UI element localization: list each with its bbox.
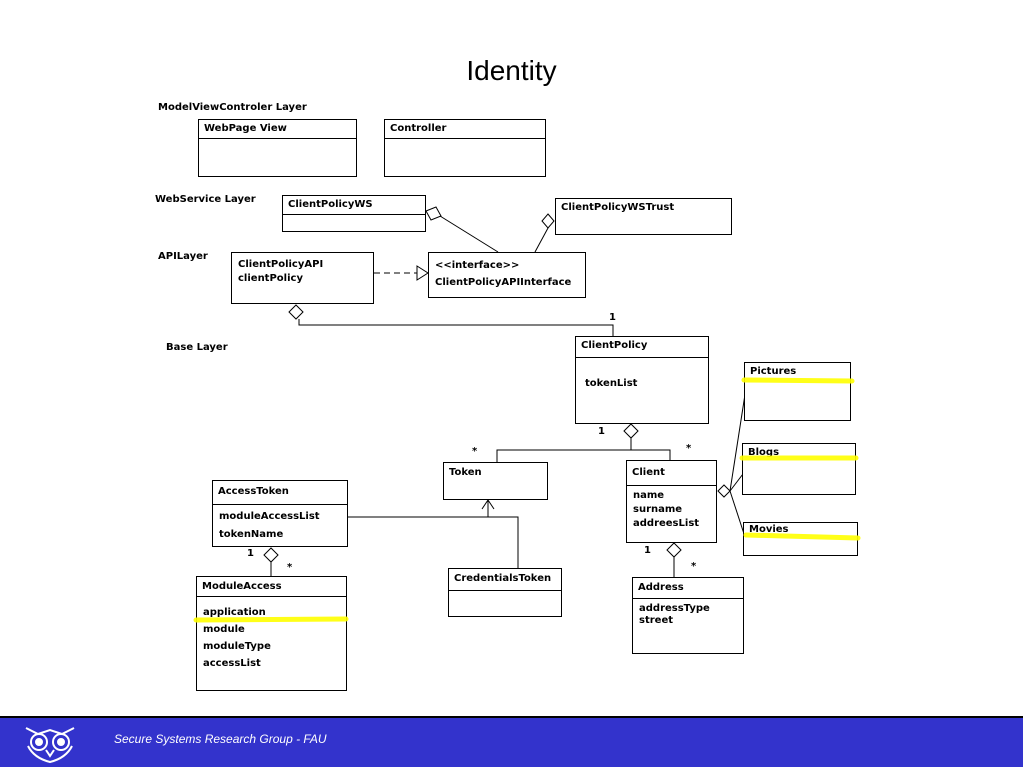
api-policy-diamond [288,304,304,320]
policy-children-line [496,449,671,462]
class-name: ClientPolicyAPI [238,259,324,270]
multiplicity-label: * [287,562,293,573]
api-policy-line [298,319,614,337]
highlight-application [193,616,349,623]
wstrust-aggregation-diamond [541,213,555,229]
class-name: Controller [385,120,545,139]
class-name: CredentialsToken [449,569,561,591]
class-name: ClientPolicyAPIInterface [435,277,572,288]
class-client: Client name surname addreesList [626,460,717,543]
class-blogs: Blogs [742,443,856,495]
class-attribute: addressType [639,603,710,614]
class-client-policy-ws: ClientPolicyWS [282,195,426,232]
multiplicity-label: * [472,446,478,457]
class-controller: Controller [384,119,546,177]
class-attribute: tokenList [585,378,638,389]
highlight-marks [193,377,861,623]
class-attribute: module [203,624,245,635]
class-name: Address [633,578,743,599]
slide-title: Identity [466,55,557,86]
class-address: Address addressType street [632,577,744,654]
class-name: AccessToken [213,481,347,505]
multiplicity-label: 1 [609,312,616,323]
class-attribute: application [203,607,266,618]
class-attribute: moduleAccessList [219,511,320,522]
multiplicity-label: 1 [644,545,651,556]
class-name: Token [449,467,482,478]
multiplicity-label: 1 [247,548,254,559]
class-attribute: clientPolicy [238,273,303,284]
highlight-movies [743,532,861,541]
class-client-policy-api: ClientPolicyAPI clientPolicy [231,252,374,304]
layer-label-webservice: WebService Layer [155,194,256,205]
class-webpage-view: WebPage View [198,119,357,177]
class-pictures: Pictures [744,362,851,421]
class-attribute: moduleType [203,641,271,652]
class-token: Token [443,462,548,500]
class-module-access: ModuleAccess application module moduleTy… [196,576,347,691]
layer-label-mvc: ModelViewControler Layer [158,102,307,113]
class-movies: Movies [743,522,858,556]
class-attribute: street [639,615,674,626]
class-attribute: accessList [203,658,261,669]
class-name: Movies [749,524,789,535]
multiplicity-label: * [686,443,692,454]
ws-dependency-line [439,215,499,253]
wstrust-dependency-line [534,227,549,253]
class-name: Pictures [750,366,797,377]
class-attribute: addreesList [633,518,700,529]
highlight-pictures [741,377,855,384]
ws-aggregation-diamond [425,206,442,221]
class-name: Blogs [748,447,780,458]
class-name: ClientPolicyWS [283,196,425,215]
layer-label-base: Base Layer [166,342,228,353]
interface-stereotype: <<interface>> [435,260,520,271]
inheritance-arrowhead [481,499,495,510]
class-access-token: AccessToken moduleAccessList tokenName [212,480,348,547]
class-attribute: surname [633,504,683,515]
credentials-inheritance-line [348,516,519,568]
realization-arrowhead [416,265,429,281]
class-client-policy: ClientPolicy tokenList [575,336,709,424]
footer-text: Secure Systems Research Group - FAU [114,732,327,746]
class-attribute: name [633,490,665,501]
class-name: ClientPolicyWSTrust [561,202,675,213]
class-name: Client [627,461,716,486]
class-name: WebPage View [199,120,356,139]
class-name: ModuleAccess [197,577,346,597]
class-credentials-token: CredentialsToken [448,568,562,617]
uml-connectors [263,206,747,577]
multiplicity-label: 1 [598,426,605,437]
footer-bar: Secure Systems Research Group - FAU [0,716,1023,767]
class-attribute: tokenName [219,529,284,540]
owl-logo-icon [25,727,75,764]
class-client-policy-api-interface: <<interface>> ClientPolicyAPIInterface [428,252,586,298]
class-client-policy-ws-trust: ClientPolicyWSTrust [555,198,732,235]
class-name: ClientPolicy [576,337,708,358]
layer-label-api: APILayer [158,251,208,262]
multiplicity-label: * [691,561,697,572]
